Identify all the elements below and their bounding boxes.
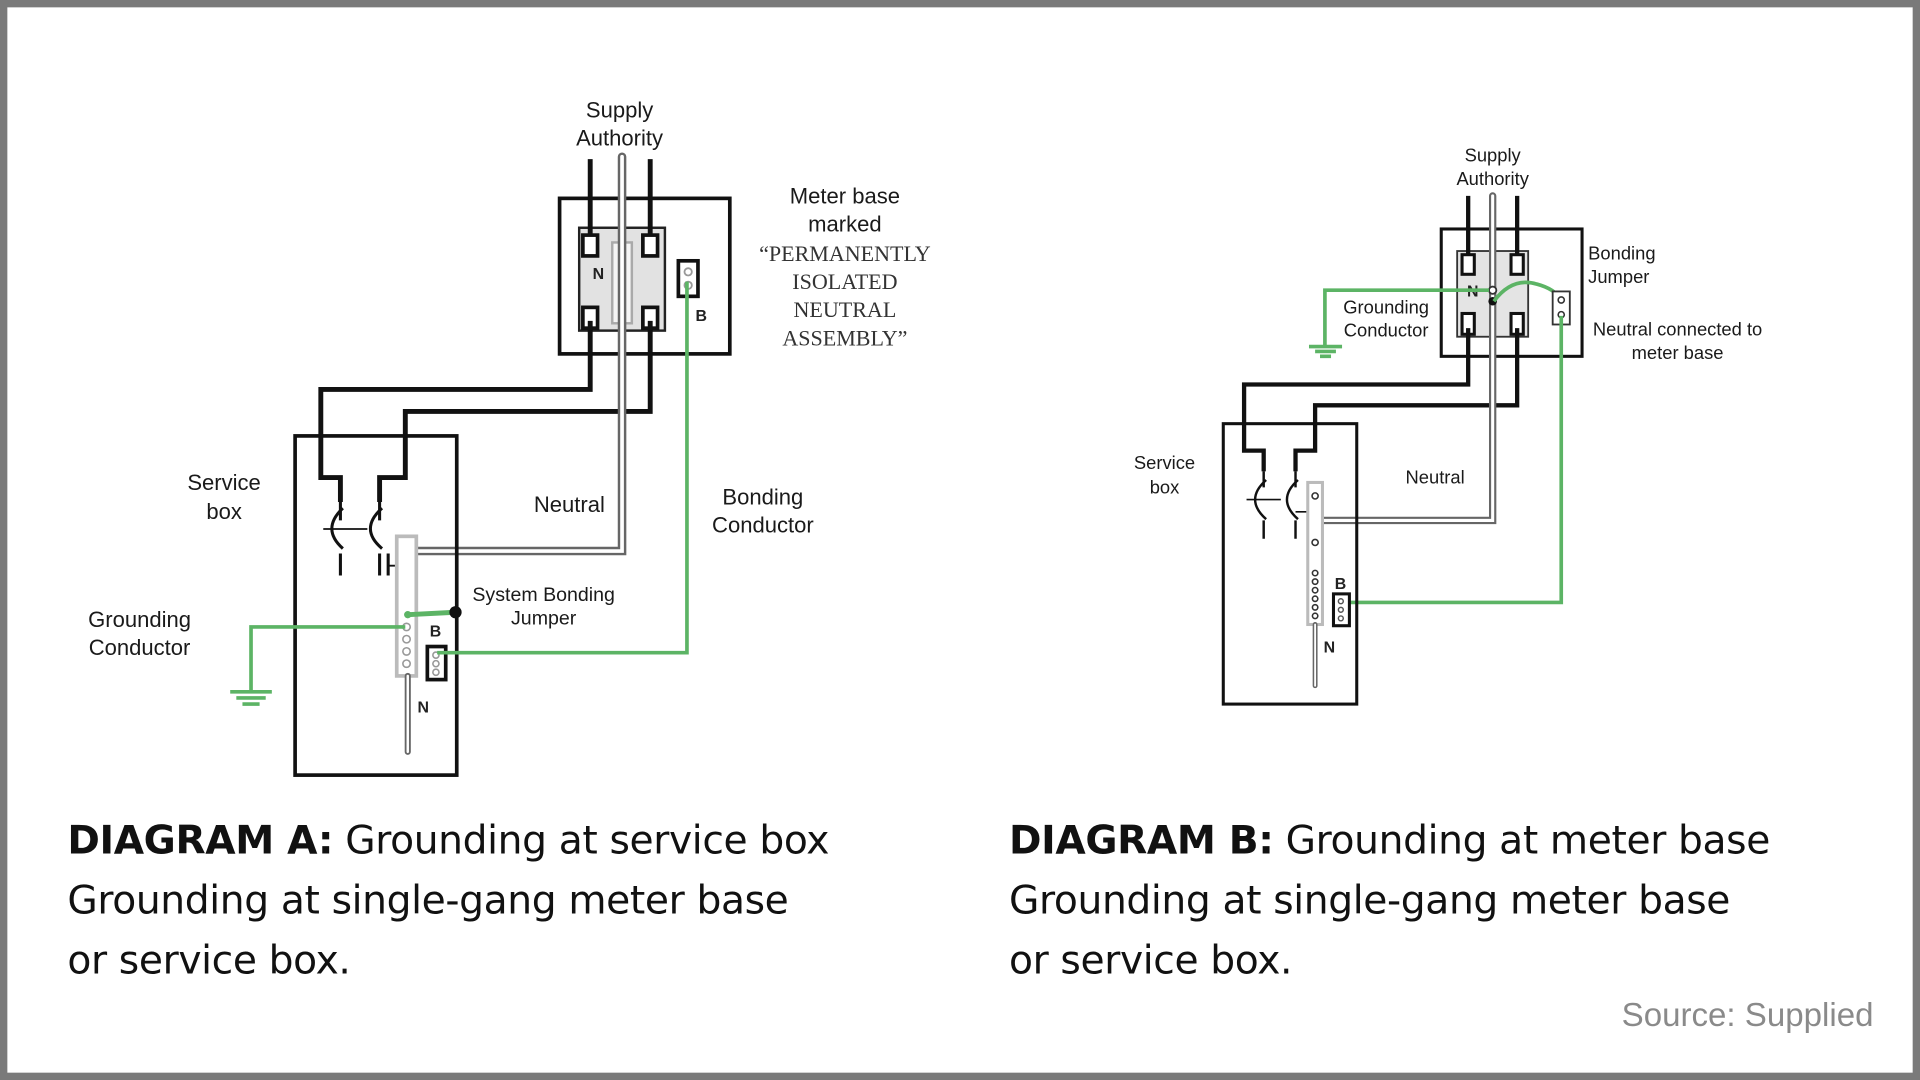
caption-b-line: or service box.: [1008, 936, 1293, 984]
caption-a-heading: DIAGRAM A:: [67, 816, 334, 864]
label-meter-base: Meter base: [790, 183, 900, 208]
label-supply: Supply: [586, 98, 653, 123]
caption-b-title: Grounding at meter base: [1273, 816, 1771, 864]
caption-a-title: Grounding at service box: [333, 816, 830, 864]
bonding-conductor-wire: [1343, 315, 1564, 605]
label-marking: NEUTRAL: [793, 297, 896, 322]
source-credit: Source: Supplied: [1621, 996, 1874, 1034]
caption-a-line: Grounding at single-gang meter base: [67, 876, 789, 924]
label-system-bonding-jumper: System Bonding: [472, 584, 615, 606]
caption-b: DIAGRAM B: Grounding at meter base Groun…: [1009, 811, 1770, 991]
label-neutral-connected: meter base: [1632, 342, 1724, 363]
meter-base-box: [1439, 227, 1584, 358]
load-wire-2: [1293, 328, 1520, 472]
bonding-terminal: [425, 644, 448, 682]
label-neutral-connected: Neutral connected to: [1593, 319, 1762, 340]
label-service-box: box: [206, 499, 242, 524]
meter-base-box: [557, 196, 732, 356]
label-grounding-conductor: Grounding: [88, 607, 191, 632]
load-wire-1: [318, 320, 593, 503]
label-service-box: Service: [1134, 452, 1195, 473]
load-wire-1: [1241, 328, 1471, 472]
label-bonding-jumper: Bonding: [1588, 243, 1655, 264]
ground-icon: [230, 690, 272, 706]
breaker: [323, 502, 402, 576]
label-grounding-conductor: Conductor: [89, 635, 191, 660]
label-grounding-conductor: Grounding: [1343, 296, 1429, 317]
label-marking: “PERMANENTLY: [759, 241, 931, 266]
label-marked: marked: [808, 211, 881, 236]
label-service-box: Service: [187, 470, 260, 495]
caption-b-heading: DIAGRAM B:: [1008, 816, 1274, 864]
system-bonding-jumper: [407, 609, 456, 618]
label-marking: ASSEMBLY”: [782, 325, 907, 350]
label-service-box: box: [1150, 476, 1180, 497]
grounding-conductor-wire: [1323, 288, 1489, 347]
label-authority: Authority: [576, 126, 663, 151]
terminal-b-label: B: [696, 308, 708, 325]
junction-dot: [449, 606, 462, 619]
breaker: [1246, 471, 1311, 539]
grounding-conductor-wire: [249, 625, 406, 692]
load-wire-2: [377, 320, 653, 503]
caption-a: DIAGRAM A: Grounding at service box Grou…: [67, 811, 829, 991]
label-marking: ISOLATED: [792, 269, 897, 294]
terminal-b-label: B: [1335, 576, 1347, 593]
diagram-a: B N B N Supply Authority Meter base mark…: [88, 98, 931, 777]
label-supply: Supply: [1465, 145, 1522, 166]
neutral-wire-core: [405, 154, 624, 553]
diagram-b: N B N Supply Authority Bonding Jumper Gr: [1134, 145, 1762, 706]
ground-icon: [1308, 344, 1343, 359]
label-system-bonding-jumper: Jumper: [511, 607, 577, 629]
label-neutral: Neutral: [1406, 467, 1465, 488]
terminal: [581, 233, 600, 258]
caption-b-line: Grounding at single-gang meter base: [1008, 876, 1731, 924]
service-box: [293, 434, 459, 777]
terminal-b-label: B: [430, 624, 442, 641]
terminal-n-label: N: [593, 266, 605, 283]
terminal-n-label: N: [418, 700, 430, 717]
label-bonding-jumper: Jumper: [1588, 266, 1649, 287]
neutral-bar: [1306, 480, 1324, 627]
label-grounding-conductor: Conductor: [1344, 320, 1429, 341]
label-bonding-conductor: Bonding: [722, 484, 803, 509]
terminal-n-label: N: [1324, 640, 1336, 657]
terminal: [641, 233, 660, 258]
service-box: [1221, 422, 1359, 706]
bonding-terminal: [1331, 592, 1351, 628]
bonding-conductor-wire: [437, 281, 689, 655]
label-bonding-conductor: Conductor: [712, 513, 814, 538]
label-neutral: Neutral: [534, 492, 605, 517]
label-authority: Authority: [1456, 168, 1529, 189]
caption-a-line: or service box.: [67, 936, 351, 984]
